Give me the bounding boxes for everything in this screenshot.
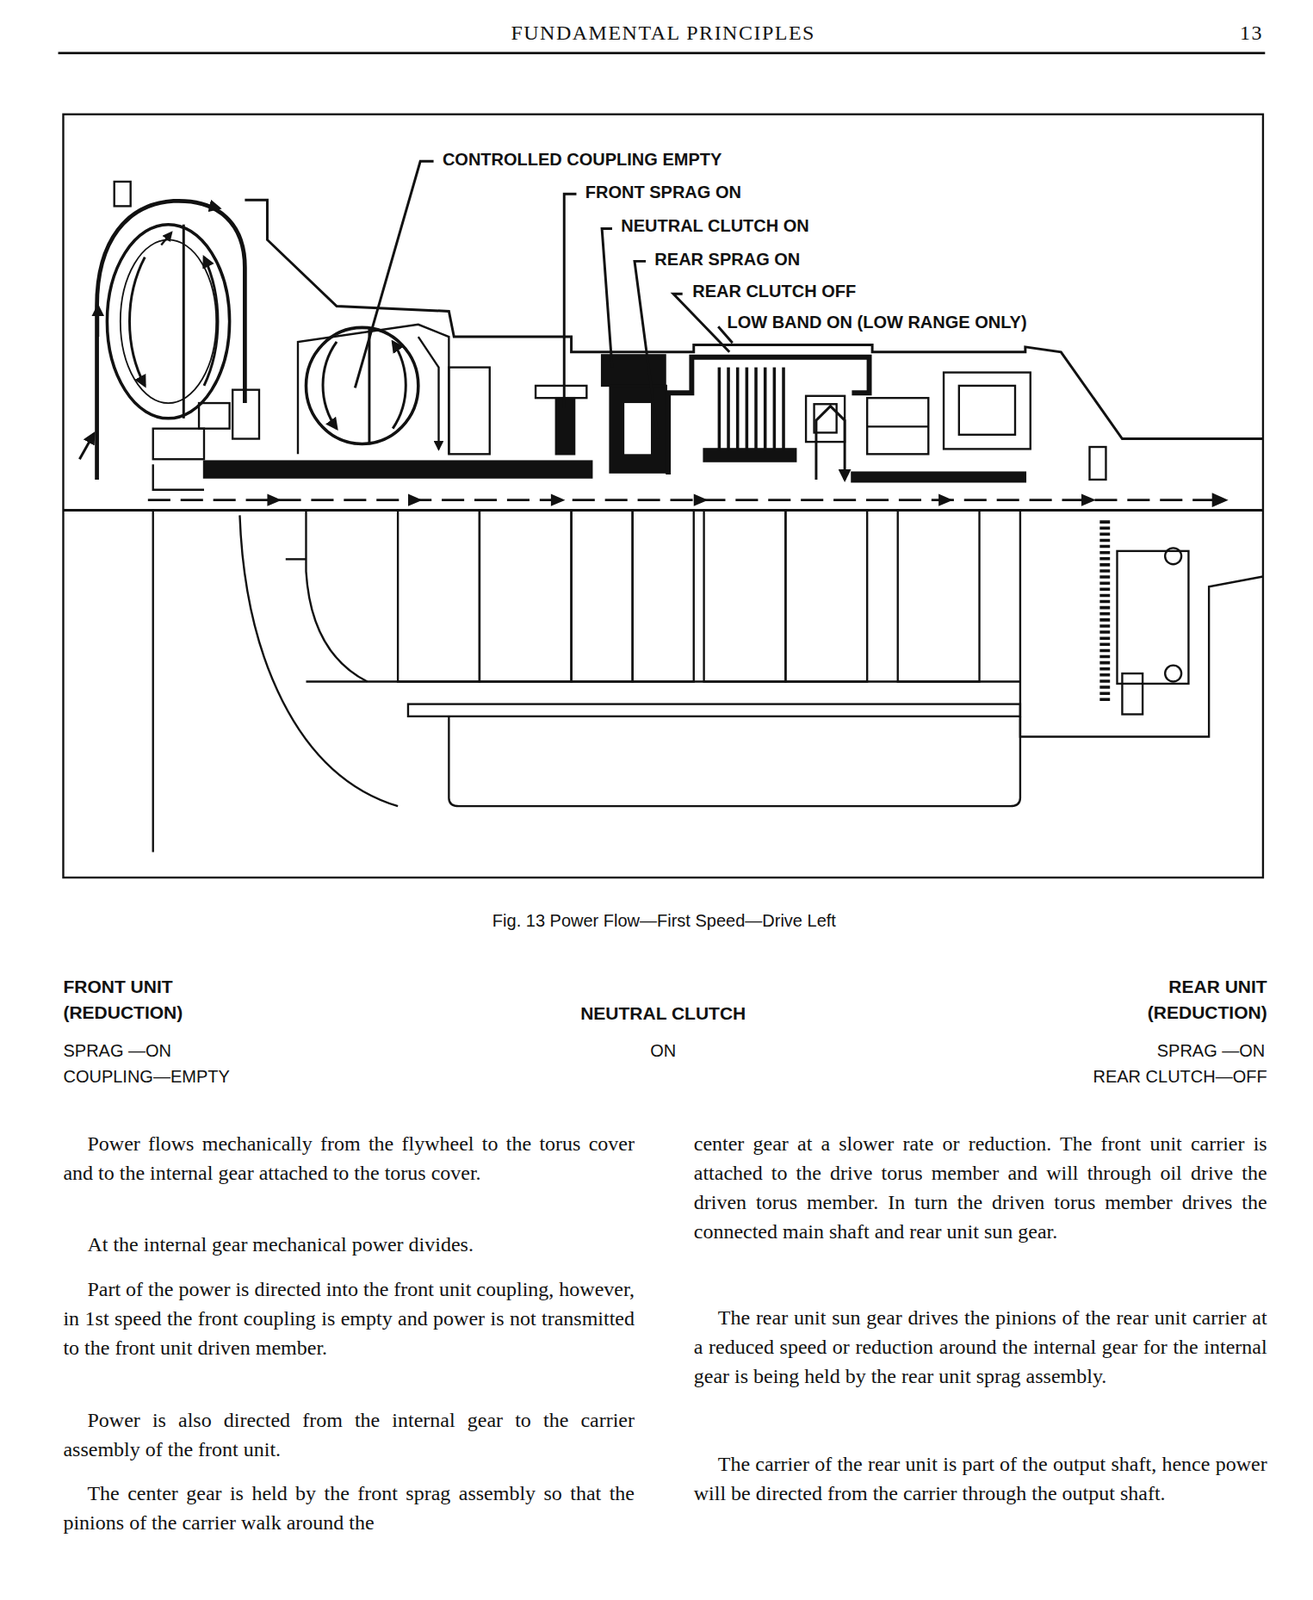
body-paragraph: The center gear is held by the front spr… xyxy=(62,1478,635,1537)
column-heading: FRONT UNIT (REDUCTION) xyxy=(62,973,214,1026)
page-header: FUNDAMENTAL PRINCIPLES xyxy=(510,19,816,46)
body-paragraph: Part of the power is directed into the f… xyxy=(62,1274,635,1363)
callout-label: NEUTRAL CLUTCH ON xyxy=(619,215,812,236)
status-entry: SPRAG —ON xyxy=(62,1039,172,1062)
body-paragraph: Power is also directed from the internal… xyxy=(62,1405,635,1464)
body-paragraph: Power flows mechanically from the flywhe… xyxy=(62,1128,635,1188)
body-paragraph: The carrier of the rear unit is part of … xyxy=(693,1449,1268,1508)
body-paragraph: The rear unit sun gear drives the pinion… xyxy=(693,1302,1268,1391)
callout-label: LOW BAND ON (LOW RANGE ONLY) xyxy=(724,311,1029,333)
figure-caption: Fig. 13 Power Flow—First Speed—Drive Lef… xyxy=(492,909,837,932)
column-heading: NEUTRAL CLUTCH xyxy=(580,1000,746,1027)
body-paragraph: center gear at a slower rate or reductio… xyxy=(693,1128,1268,1246)
callout-label: FRONT SPRAG ON xyxy=(583,181,744,203)
callout-label: REAR SPRAG ON xyxy=(652,248,802,270)
column-heading: REAR UNIT (REDUCTION) xyxy=(1116,973,1268,1026)
page-number: 13 xyxy=(1239,19,1264,46)
status-entry: REAR CLUTCH—OFF xyxy=(1092,1065,1267,1088)
callout-label: REAR CLUTCH OFF xyxy=(690,280,858,302)
body-paragraph: At the internal gear mechanical power di… xyxy=(62,1229,635,1259)
callout-label: CONTROLLED COUPLING EMPTY xyxy=(440,148,724,170)
status-entry: ON xyxy=(650,1039,676,1062)
status-entry: SPRAG —ON xyxy=(1157,1039,1266,1062)
status-entry: COUPLING—EMPTY xyxy=(62,1065,230,1088)
